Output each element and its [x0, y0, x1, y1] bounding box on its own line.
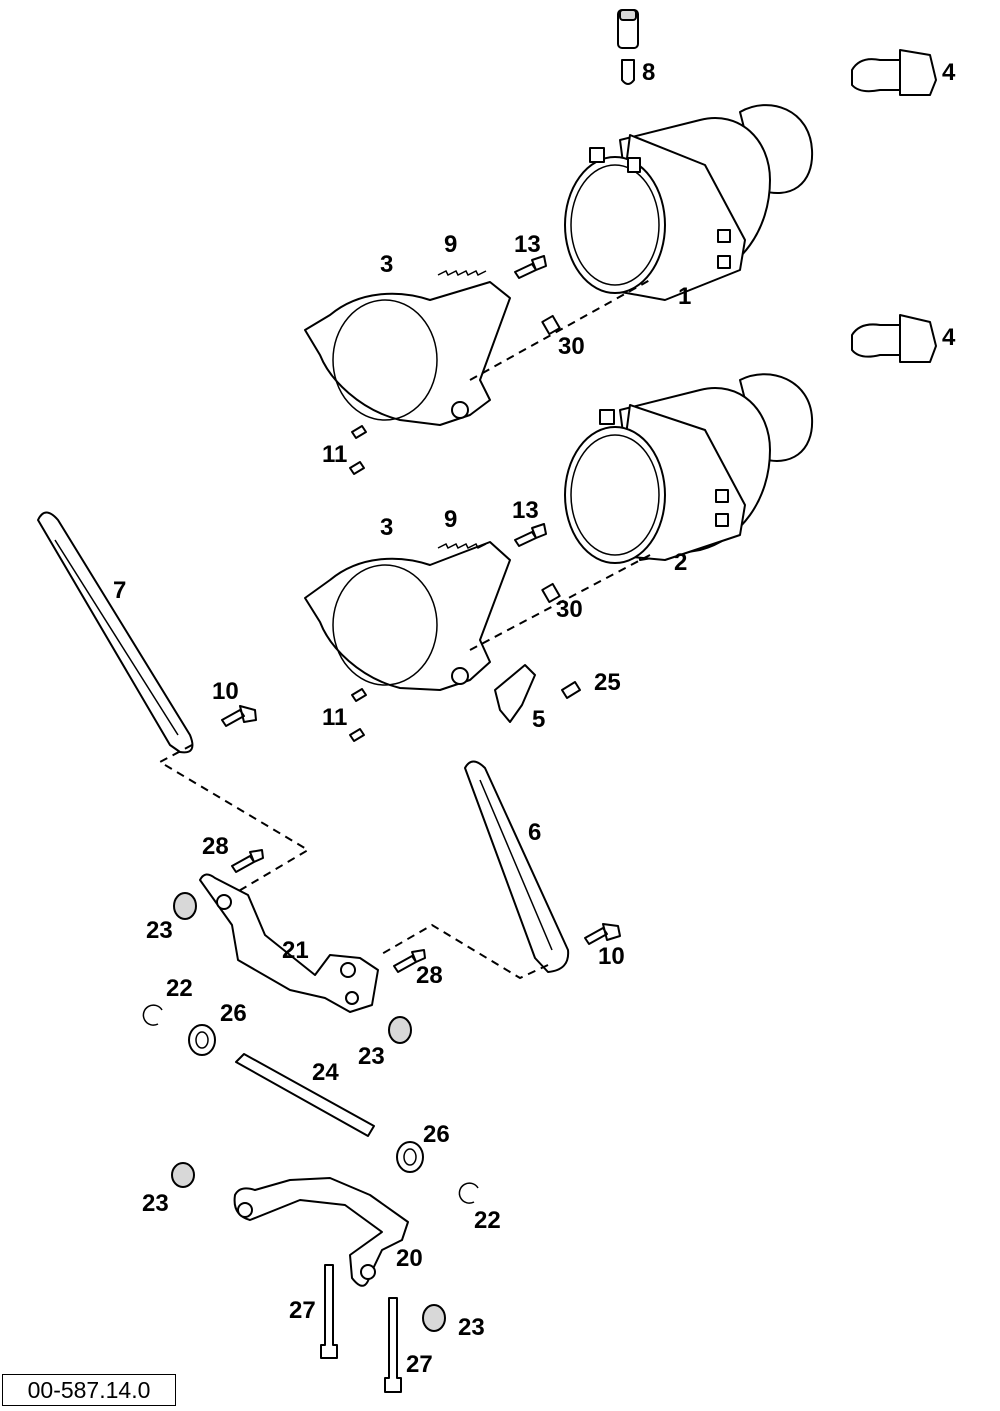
callout-22-right: 22 [474, 1207, 501, 1234]
callout-30-lower: 30 [556, 596, 583, 623]
callout-23-d: 23 [458, 1314, 485, 1341]
headlamp-2 [564, 373, 814, 564]
alignment-line-strut-7 [157, 744, 310, 896]
callout-1: 1 [678, 283, 691, 310]
callout-2: 2 [674, 549, 687, 576]
callout-21: 21 [282, 937, 309, 964]
bracket-5 [494, 664, 536, 723]
alignment-line-lower [469, 554, 651, 651]
diagram-reference-code: 00-587.14.0 [2, 1374, 176, 1406]
alignment-line-strut-6 [379, 923, 549, 980]
callout-labels: 1 2 3 3 4 4 5 6 7 8 9 9 10 10 11 11 13 1… [113, 59, 956, 1378]
spring-9-lower [437, 542, 487, 550]
bushing-23-b [388, 1016, 412, 1044]
callout-22-left: 22 [166, 975, 193, 1002]
bulb-8 [617, 9, 639, 85]
callout-4-lower: 4 [942, 324, 956, 351]
callout-9-upper: 9 [444, 231, 457, 258]
callout-28-lower: 28 [416, 962, 443, 989]
clip-22-a [142, 1004, 163, 1026]
bulb-4-upper [851, 49, 937, 96]
housing-3-lower [304, 541, 511, 691]
callout-3-upper: 3 [380, 251, 393, 278]
screw-13-lower [514, 523, 547, 547]
screw-11-a [351, 425, 367, 439]
callout-13-lower: 13 [512, 497, 539, 524]
clip-22-b [458, 1182, 479, 1204]
strut-7 [37, 511, 194, 754]
callout-8: 8 [642, 59, 655, 86]
screw-11-c [351, 688, 367, 702]
bolt-10-left [221, 705, 257, 727]
bushing-23-a [173, 892, 197, 920]
bushing-23-c [171, 1162, 195, 1188]
callout-6: 6 [528, 819, 541, 846]
screw-11-d [349, 728, 365, 742]
screw-25 [561, 681, 581, 699]
callout-10-right: 10 [598, 943, 625, 970]
callout-24: 24 [312, 1059, 339, 1086]
bracket-21 [199, 873, 379, 1013]
sleeve-30-lower [541, 582, 561, 604]
bracket-20 [233, 1177, 409, 1287]
screw-13-upper [514, 255, 547, 279]
screw-28-upper [231, 849, 264, 873]
callout-27-a: 27 [289, 1297, 316, 1324]
callout-26-b: 26 [423, 1121, 450, 1148]
bulb-4-lower [851, 314, 937, 363]
callout-30-upper: 30 [558, 333, 585, 360]
alignment-line-upper [469, 279, 651, 381]
callout-5: 5 [532, 706, 545, 733]
callout-11-lower: 11 [322, 704, 347, 731]
washer-26-b [396, 1141, 424, 1173]
callout-3-lower: 3 [380, 514, 393, 541]
callout-11-upper: 11 [322, 441, 347, 468]
callout-4-upper: 4 [942, 59, 956, 86]
callout-26-a: 26 [220, 1000, 247, 1027]
callout-27-b: 27 [406, 1351, 433, 1378]
bolt-10-right [584, 923, 621, 945]
spring-9-upper [437, 269, 487, 277]
bolt-27-b [384, 1297, 402, 1393]
washer-26-a [188, 1024, 216, 1056]
callout-23-b: 23 [358, 1043, 385, 1070]
callout-23-c: 23 [142, 1190, 169, 1217]
callout-10-left: 10 [212, 678, 239, 705]
callout-23-a: 23 [146, 917, 173, 944]
headlamp-1 [564, 104, 814, 301]
callout-28-upper: 28 [202, 833, 229, 860]
callout-20: 20 [396, 1245, 423, 1272]
callout-9-lower: 9 [444, 506, 457, 533]
rod-24 [235, 1053, 375, 1137]
bushing-23-d [422, 1304, 446, 1332]
bolt-27-a [320, 1264, 338, 1359]
callout-25: 25 [594, 669, 621, 696]
callout-7: 7 [113, 577, 126, 604]
sleeve-30-upper [541, 314, 561, 336]
housing-3-upper [304, 281, 511, 426]
callout-13-upper: 13 [514, 231, 541, 258]
screw-28-lower [393, 949, 426, 973]
screw-11-b [349, 461, 365, 475]
